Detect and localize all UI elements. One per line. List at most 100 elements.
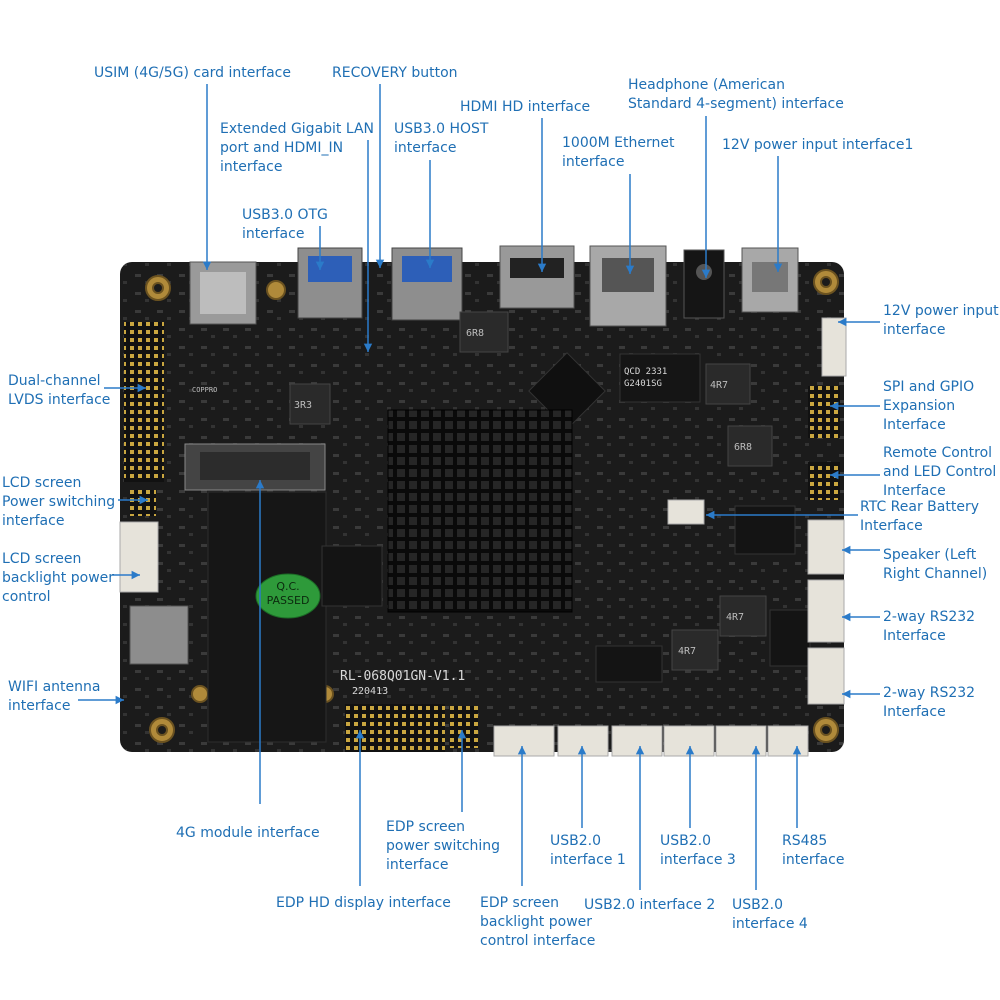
- inductor-3: [727, 425, 773, 467]
- label-lcd-backlight: LCD screen backlight power control: [2, 551, 115, 605]
- rs232-connector-a: [807, 579, 845, 643]
- spi-header: [808, 386, 840, 438]
- rtc-connector: [667, 499, 705, 525]
- label-usb3-otg: USB3.0 OTG interface: [242, 207, 328, 242]
- lvds-header: [124, 322, 164, 482]
- label-lcd-power-switching: LCD screen Power switching interface: [2, 475, 116, 529]
- arrowhead-ext-lan: [363, 343, 373, 352]
- label-extended-gigabit-lan: Extended Gigabit LAN port and HDMI_IN in…: [220, 121, 375, 175]
- arrowhead-hdmi: [537, 263, 547, 272]
- label-usim-card-interface: USIM (4G/5G) card interface: [94, 65, 291, 81]
- arrowhead-spi: [830, 401, 839, 411]
- arrowhead-remote: [830, 470, 839, 480]
- arrowhead-edp-hd: [355, 730, 365, 739]
- headphone-jack: [683, 249, 725, 319]
- speaker-connector: [807, 519, 845, 575]
- memory-chip: [321, 545, 383, 607]
- label-rs232-a: 2-way RS232 Interface: [883, 609, 976, 644]
- label-usb2-interface-1: USB2.0 interface 1: [550, 833, 626, 868]
- qc-line1: Q.C.: [276, 580, 299, 593]
- arrowhead-recovery: [375, 259, 385, 268]
- label-speaker: Speaker (Left Right Channel): [883, 547, 988, 582]
- chip-text-8: COPPRO: [192, 386, 217, 394]
- label-edp-power-switching: EDP screen power switching interface: [386, 819, 501, 873]
- chip-text-2: 4R7: [710, 380, 728, 391]
- arrowhead-lvds: [137, 383, 146, 393]
- inductor-5: [671, 629, 719, 671]
- chip-text-6: 6R8: [734, 442, 752, 453]
- arrowhead-usb3-host: [425, 259, 435, 268]
- chip-text-7: 3R3: [294, 400, 312, 411]
- small-chip: [734, 505, 796, 555]
- inductor-6: [459, 311, 509, 353]
- chip-text-4: 4R7: [678, 646, 696, 657]
- arrowhead-rs232-b: [842, 689, 851, 699]
- label-spi-gpio: SPI and GPIO Expansion Interface: [883, 379, 975, 433]
- arrowhead-usb2-1: [577, 746, 587, 755]
- usb2-connector-2: [611, 725, 663, 757]
- inductor-4: [719, 595, 767, 637]
- inductor-2: [705, 363, 751, 405]
- arrowhead-wifi: [115, 695, 124, 705]
- chip-text-0: QCD 2331: [624, 367, 667, 377]
- label-12v-power-input-1: 12V power input interface1: [722, 137, 914, 153]
- arrowhead-rs232-a: [842, 612, 851, 622]
- label-12v-power-input: 12V power input interface: [883, 303, 999, 338]
- arrowhead-usb2-2: [635, 746, 645, 755]
- leader-arrowheads: [115, 259, 851, 755]
- label-usb2-interface-2: USB2.0 interface 2: [584, 897, 716, 913]
- arrowhead-lcd-power: [139, 495, 148, 505]
- label-recovery-button: RECOVERY button: [332, 65, 458, 81]
- label-rtc-battery: RTC Rear Battery Interface: [860, 499, 979, 534]
- rs232-connector-b: [807, 647, 845, 705]
- arrowhead-edp-backlight: [517, 746, 527, 755]
- chip-text-1: G2401SG: [624, 379, 662, 389]
- edp-header: [345, 704, 445, 752]
- label-usb2-interface-4: USB2.0 interface 4: [732, 897, 808, 932]
- lcd-backlight-connector: [119, 521, 159, 593]
- label-lvds-interface: Dual-channel LVDS interface: [8, 373, 111, 408]
- chip-text-3: 4R7: [726, 612, 744, 623]
- label-remote-led-control: Remote Control and LED Control Interface: [883, 445, 997, 499]
- label-usb2-interface-3: USB2.0 interface 3: [660, 833, 736, 868]
- label-edp-hd-display: EDP HD display interface: [276, 895, 451, 911]
- arrowhead-rs485: [792, 746, 802, 755]
- arrowhead-ethernet: [625, 265, 635, 274]
- inductor: [289, 383, 331, 425]
- label-hdmi-hd-interface: HDMI HD interface: [460, 99, 591, 115]
- driver-chip-2: [769, 609, 811, 667]
- arrowhead-edp-power: [457, 730, 467, 739]
- qc-sticker: [255, 573, 321, 619]
- arrowhead-usb2-3: [685, 746, 695, 755]
- arrowhead-headphone: [701, 269, 711, 278]
- flash-chip: [619, 353, 701, 403]
- label-wifi-antenna: WIFI antenna interface: [8, 679, 101, 714]
- lcd-power-header: [130, 490, 156, 516]
- label-4g-module: 4G module interface: [176, 825, 320, 841]
- arrowhead-speaker: [842, 545, 851, 555]
- arrowhead-usb3-otg: [315, 261, 325, 270]
- wifi-module: [129, 605, 189, 665]
- arrowhead-power2: [838, 317, 847, 327]
- board-date-code: 220413: [352, 686, 388, 697]
- arrowhead-usim: [202, 261, 212, 270]
- arrowhead-power1: [773, 263, 783, 272]
- label-1000m-ethernet: 1000M Ethernet interface: [562, 135, 675, 170]
- board-model: RL-068Q01GN-V1.1: [340, 669, 465, 684]
- label-usb3-host: USB3.0 HOST interface: [394, 121, 489, 156]
- power-connector-2: [821, 317, 847, 377]
- driver-chip: [595, 645, 663, 683]
- 4g-area: [207, 491, 327, 743]
- arrowhead-4g: [255, 480, 265, 489]
- heatsink: [387, 409, 573, 613]
- arrowhead-lcd-backlight: [131, 570, 140, 580]
- arrowhead-usb2-4: [751, 746, 761, 755]
- arrowhead-rtc: [706, 510, 715, 520]
- label-headphone-interface: Headphone (American Standard 4-segment) …: [628, 77, 844, 112]
- chip-text-5: 6R8: [466, 328, 484, 339]
- label-rs485: RS485 interface: [782, 833, 845, 868]
- label-edp-backlight: EDP screen backlight power control inter…: [480, 895, 596, 949]
- edp-power-header: [450, 706, 478, 748]
